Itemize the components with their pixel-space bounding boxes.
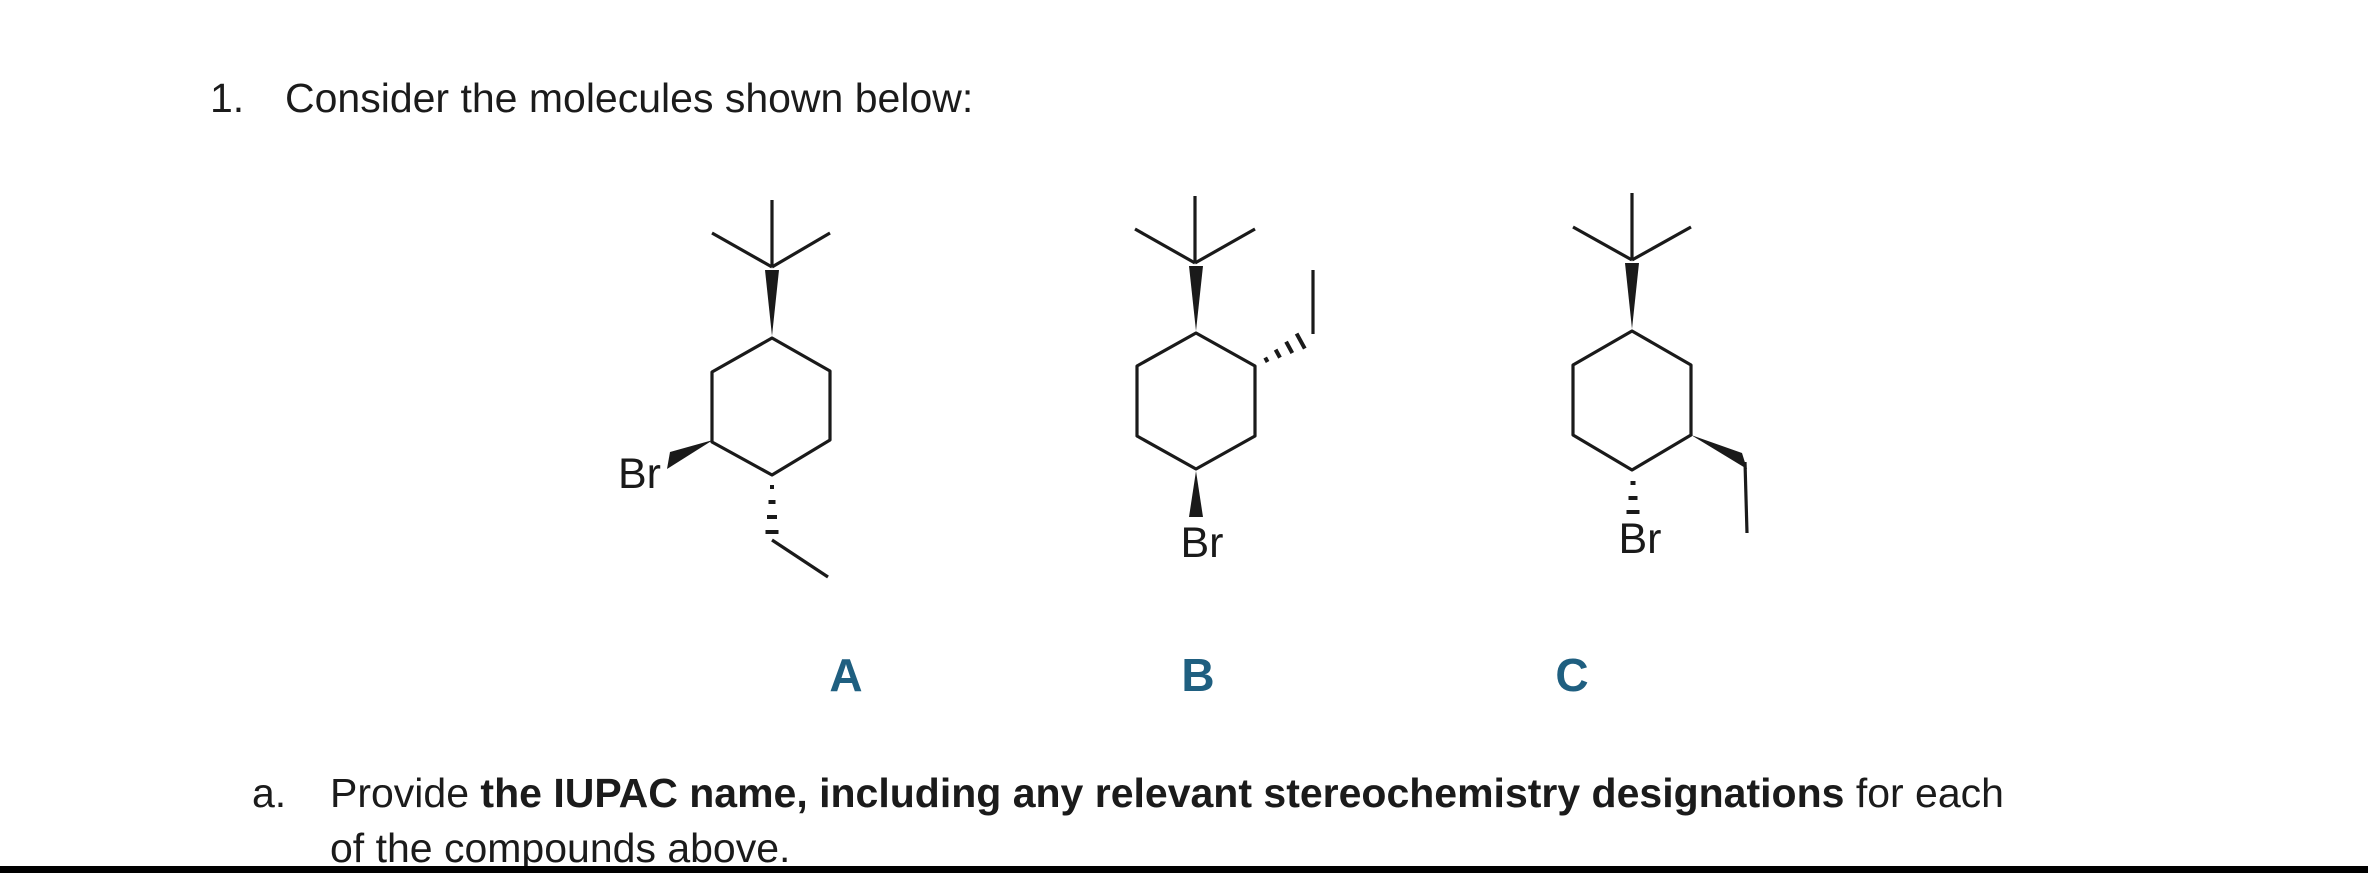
- bromine-atom-label: Br: [1619, 515, 1662, 563]
- methyl-bond: [1134, 227, 1196, 265]
- bold-wedge-bond-bromine: [667, 440, 713, 469]
- sub-question-text-end: for each: [1844, 770, 2004, 816]
- molecule-a-label: A: [829, 649, 863, 701]
- bold-wedge-bond-tert-butyl: [765, 270, 779, 336]
- sub-question-a: a. Provide the IUPAC name, including any…: [252, 766, 2004, 876]
- bold-wedge-bond-bromine: [1189, 471, 1203, 517]
- sub-question-letter: a.: [252, 770, 287, 816]
- question-1-heading: 1. Consider the molecules shown below:: [210, 74, 973, 122]
- methyl-bond: [1631, 225, 1692, 262]
- ethyl-terminal-bond: [1743, 461, 1749, 534]
- sub-question-text-line2: of the compounds above.: [330, 825, 791, 871]
- cyclohexane-ring: [1571, 329, 1693, 472]
- question-number: 1.: [210, 75, 245, 121]
- bottom-rule: [0, 866, 2368, 873]
- cyclohexane-ring: [1135, 331, 1257, 471]
- bold-wedge-bond-tert-butyl: [1189, 266, 1203, 331]
- hashed-wedge-bond-bromine: [1626, 481, 1640, 514]
- bromine-atom-label: Br: [618, 450, 661, 498]
- molecule-b-label: B: [1181, 649, 1215, 701]
- sub-question-text-bold: the IUPAC name, including any relevant s…: [480, 770, 1845, 816]
- molecule-b-structure: Br: [1134, 196, 1315, 567]
- hashed-wedge-bond-ethyl: [1263, 332, 1307, 363]
- methyl-bond: [771, 231, 831, 269]
- molecule-a-structure: Br: [618, 200, 832, 579]
- methyl-bond: [711, 231, 773, 269]
- sub-question-text: Provide the IUPAC name, including any re…: [330, 766, 2004, 876]
- methyl-bond: [1572, 225, 1633, 262]
- sub-question-text-start: Provide: [330, 770, 481, 816]
- bold-wedge-bond-ethyl: [1691, 435, 1747, 469]
- methyl-bond: [1194, 227, 1256, 265]
- cyclohexane-ring: [710, 336, 832, 477]
- question-text: Consider the molecules shown below:: [285, 75, 974, 121]
- hashed-wedge-bond-ethyl: [765, 485, 779, 534]
- molecule-c-structure: Br: [1571, 193, 1749, 563]
- ethyl-terminal-bond: [771, 538, 829, 579]
- bold-wedge-bond-tert-butyl: [1625, 263, 1639, 329]
- bromine-atom-label: Br: [1181, 519, 1224, 567]
- molecule-c-label: C: [1555, 649, 1589, 701]
